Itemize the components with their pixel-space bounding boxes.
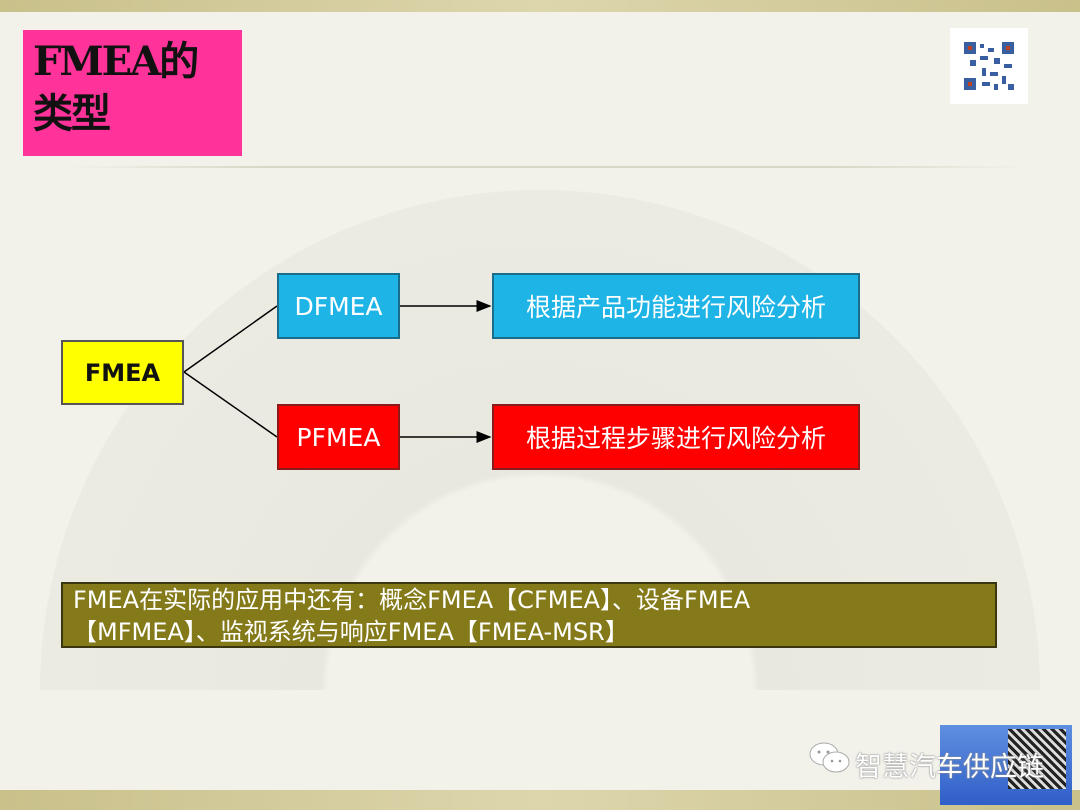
- watermark-text: 智慧汽车供应链: [855, 752, 1044, 783]
- note-line-2: 【MFMEA】、监视系统与响应FMEA【FMEA-MSR】: [73, 618, 629, 646]
- node-pfmea-description: 根据过程步骤进行风险分析: [492, 404, 860, 470]
- node-dfmea: DFMEA: [277, 273, 400, 339]
- wechat-icon: [809, 742, 850, 773]
- title-divider: [70, 166, 1025, 168]
- node-dfmea-description: 根据产品功能进行风险分析: [492, 273, 860, 339]
- qr-code: [950, 28, 1028, 104]
- top-stripe: [0, 0, 1080, 12]
- connector-root-dfmea: [183, 305, 278, 373]
- root-node-fmea: FMEA: [61, 340, 184, 405]
- note-box: FMEA在实际的应用中还有：概念FMEA【CFMEA】、设备FMEA 【MFME…: [61, 582, 997, 648]
- bottom-stripe: [0, 790, 1080, 810]
- note-line-1: FMEA在实际的应用中还有：概念FMEA【CFMEA】、设备FMEA: [73, 586, 751, 614]
- watermark-card: [940, 725, 1072, 805]
- watermark-qr-code: [1008, 729, 1066, 789]
- slide-title: FMEA的类型: [23, 30, 242, 156]
- node-pfmea: PFMEA: [277, 404, 400, 470]
- connector-root-pfmea: [183, 371, 278, 438]
